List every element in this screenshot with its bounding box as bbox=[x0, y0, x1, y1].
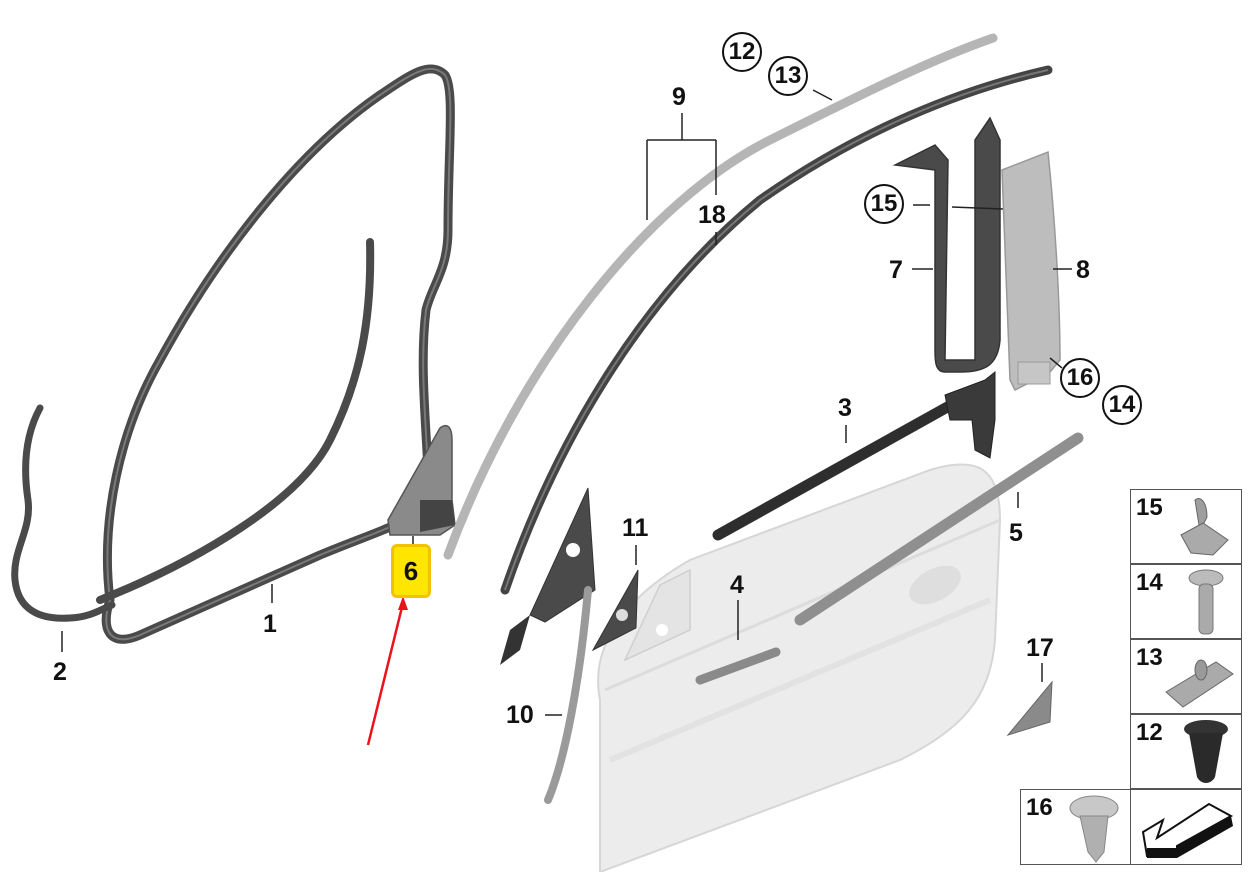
callout-16-circled: 16 bbox=[1060, 358, 1100, 398]
callout-7: 7 bbox=[889, 256, 903, 284]
outer-window-strip-part-5 bbox=[794, 432, 1084, 626]
triangle-gasket-part-11 bbox=[591, 545, 639, 652]
callout-14-circled: 14 bbox=[1102, 385, 1142, 425]
callout-17: 17 bbox=[1026, 634, 1054, 662]
callout-1: 1 bbox=[263, 610, 277, 638]
callout-9: 9 bbox=[672, 83, 686, 111]
door-trim-strip-part-4 bbox=[695, 600, 781, 685]
callout-11: 11 bbox=[622, 514, 649, 542]
callout-10: 10 bbox=[506, 701, 534, 729]
inner-window-strip-part-3 bbox=[712, 370, 996, 541]
callout-2: 2 bbox=[53, 658, 67, 686]
mirror-mount-part-10 bbox=[500, 487, 596, 804]
plastic-rivet-icon bbox=[1069, 795, 1119, 863]
callout-5: 5 bbox=[1009, 519, 1023, 547]
legend-cell-13: 13 bbox=[1130, 639, 1242, 714]
clip-nut-icon bbox=[1180, 498, 1229, 556]
pillar-cover-part-8 bbox=[1001, 150, 1072, 392]
small-trim-part-17 bbox=[1006, 663, 1053, 736]
callout-8: 8 bbox=[1076, 256, 1090, 284]
annotation-arrow-icon bbox=[366, 596, 408, 746]
direction-arrow-icon bbox=[1141, 802, 1234, 858]
door-seal-part-2 bbox=[11, 404, 116, 652]
window-channel-part-18 bbox=[500, 65, 1053, 595]
callout-13-circled: 13 bbox=[768, 56, 808, 96]
legend-cell-15: 15 bbox=[1130, 489, 1242, 564]
callout-bracket-9 bbox=[646, 113, 717, 245]
mirror-triangle-part-6 bbox=[387, 424, 456, 547]
pillar-frame-part-7 bbox=[892, 116, 1004, 373]
roof-trim-strip-part-9 bbox=[443, 33, 998, 560]
legend-cell-direction bbox=[1130, 789, 1242, 865]
legend-cell-12: 12 bbox=[1130, 714, 1242, 789]
legend-cell-16: 16 bbox=[1020, 789, 1132, 865]
spring-nut-icon bbox=[1165, 659, 1234, 708]
door-panel bbox=[597, 463, 1002, 872]
callout-4: 4 bbox=[730, 571, 744, 599]
legend-cell-14: 14 bbox=[1130, 564, 1242, 639]
callout-15-circled: 15 bbox=[864, 184, 904, 224]
callout-12-circled: 12 bbox=[722, 32, 762, 72]
callout-3: 3 bbox=[838, 394, 852, 422]
screw-icon bbox=[1188, 569, 1224, 635]
callout-6-highlighted[interactable]: 6 bbox=[391, 544, 431, 598]
callout-18: 18 bbox=[698, 201, 726, 229]
expanding-rivet-icon bbox=[1184, 720, 1228, 783]
